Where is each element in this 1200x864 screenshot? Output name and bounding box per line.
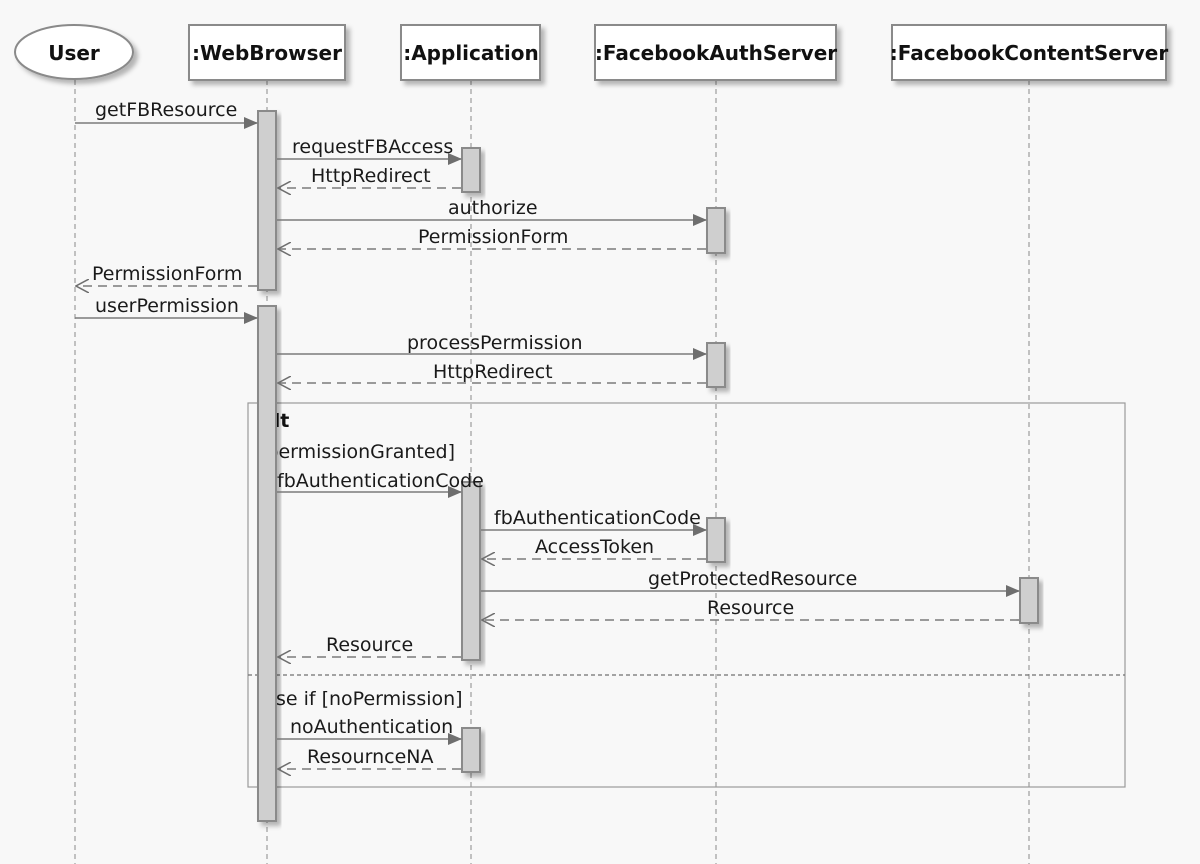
message-accesstoken: AccessToken — [482, 536, 706, 559]
message-fbauthcode-2: fbAuthenticationCode — [481, 507, 707, 536]
message-resourcena: ResournceNA — [278, 746, 461, 769]
svg-text:noAuthentication: noAuthentication — [290, 716, 453, 738]
svg-text:fbAuthenticationCode: fbAuthenticationCode — [277, 470, 484, 492]
message-resource-2: Resource — [278, 634, 461, 657]
message-authorize: authorize — [277, 197, 707, 226]
participant-authserver-label: :FacebookAuthServer — [595, 41, 837, 65]
message-permissionform-1: PermissionForm — [278, 226, 706, 249]
activation-webbrowser-2 — [257, 305, 277, 822]
activation-application-2 — [461, 481, 481, 661]
participant-contentserver: :FacebookContentServer — [890, 24, 1169, 81]
svg-text:authorize: authorize — [448, 197, 538, 219]
message-httpredirect-2: HttpRedirect — [278, 361, 706, 383]
participant-webbrowser-label: :WebBrowser — [192, 41, 342, 65]
activation-authserver-2 — [706, 342, 726, 388]
svg-text:getFBResource: getFBResource — [95, 99, 237, 121]
svg-text:Resource: Resource — [326, 634, 413, 656]
message-permissionform-2: PermissionForm — [76, 263, 257, 286]
svg-text:requestFBAccess: requestFBAccess — [292, 136, 453, 158]
message-httpredirect-1: HttpRedirect — [278, 165, 461, 188]
svg-text:PermissionForm: PermissionForm — [92, 263, 242, 285]
activation-authserver-1 — [706, 207, 726, 254]
message-resource-1: Resource — [482, 597, 1019, 620]
svg-text:Resource: Resource — [707, 597, 794, 619]
activation-contentserver-1 — [1019, 577, 1039, 624]
participant-user: User — [14, 24, 134, 80]
svg-text:HttpRedirect: HttpRedirect — [311, 165, 431, 187]
participant-application-label: :Application — [403, 41, 539, 65]
participant-application: :Application — [400, 24, 541, 81]
message-userpermission: userPermission — [75, 295, 258, 324]
alt-guard-permission-granted: [permissionGranted] — [259, 441, 455, 463]
participant-user-label: User — [48, 41, 100, 65]
svg-text:AccessToken: AccessToken — [535, 536, 654, 558]
svg-text:userPermission: userPermission — [95, 295, 239, 317]
alt-guard-no-permission: else if [noPermission] — [259, 688, 463, 710]
activation-authserver-3 — [706, 517, 726, 563]
svg-text:ResournceNA: ResournceNA — [307, 746, 433, 768]
svg-text:PermissionForm: PermissionForm — [418, 226, 568, 248]
participant-authserver: :FacebookAuthServer — [594, 24, 837, 81]
participant-webbrowser: :WebBrowser — [188, 24, 346, 81]
message-getfbresource: getFBResource — [75, 99, 258, 129]
message-processpermission: processPermission — [277, 332, 707, 360]
activation-application-3 — [461, 727, 481, 773]
message-fbauthcode-1: fbAuthenticationCode — [277, 470, 484, 498]
svg-text:getProtectedResource: getProtectedResource — [648, 568, 857, 590]
svg-text:fbAuthenticationCode: fbAuthenticationCode — [494, 507, 701, 529]
activation-webbrowser-1 — [257, 110, 277, 291]
svg-text:processPermission: processPermission — [407, 332, 583, 354]
activation-application-1 — [461, 147, 481, 193]
participant-contentserver-label: :FacebookContentServer — [890, 41, 1169, 65]
message-noauthentication: noAuthentication — [277, 716, 462, 745]
message-requestfbaccess: requestFBAccess — [277, 136, 462, 165]
message-getprotectedresource: getProtectedResource — [481, 568, 1020, 597]
svg-text:HttpRedirect: HttpRedirect — [433, 361, 553, 383]
